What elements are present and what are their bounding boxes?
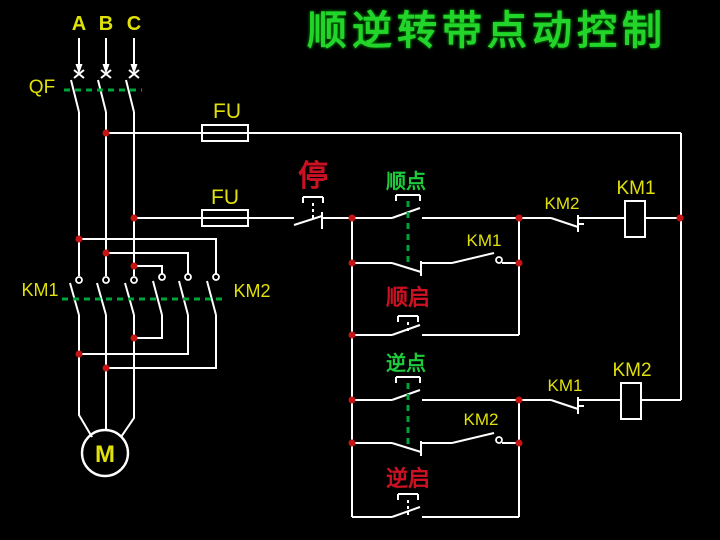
jog-forward-button	[352, 194, 519, 276]
phase-b-arrow-icon	[102, 38, 110, 74]
start-reverse-button	[352, 493, 519, 518]
jog-reverse-label: 逆点	[386, 351, 426, 375]
start-forward-label: 顺启	[386, 285, 430, 310]
page-title: 顺逆转带点动控制	[307, 9, 667, 53]
phase-a-label: A	[72, 13, 86, 35]
motor-label: M	[95, 441, 115, 468]
km1-coil-label: KM1	[616, 178, 655, 199]
km1-coil	[578, 200, 681, 238]
km2-main-contacts	[152, 273, 220, 316]
km2-selfhold-contact	[451, 432, 519, 444]
control-fuse	[134, 209, 294, 227]
km2-coil-label: KM2	[612, 360, 651, 381]
start-forward-button	[352, 315, 519, 336]
km1-selfhold-contact	[451, 252, 519, 264]
km1-main-label: KM1	[21, 280, 58, 300]
qf-breaker	[64, 69, 142, 113]
main-fuse-label: FU	[213, 100, 241, 123]
km2-interlock-contact	[519, 215, 584, 232]
main-fuse	[106, 124, 681, 142]
phase-c-label: C	[127, 13, 141, 35]
start-reverse-label: 逆启	[386, 466, 430, 491]
km1-interlock-contact	[519, 397, 584, 414]
km1-main-contacts	[69, 276, 138, 316]
stop-button	[293, 196, 352, 229]
phase-c-arrow-icon	[130, 38, 138, 74]
qf-label: QF	[29, 77, 55, 98]
km1-interlock-label: KM1	[548, 376, 583, 395]
motor	[80, 428, 130, 478]
junction-dots	[75, 129, 684, 447]
control-fuse-label: FU	[211, 186, 239, 209]
km2-coil	[578, 382, 681, 420]
phase-b-label: B	[99, 13, 113, 35]
km1-selfhold-label: KM1	[467, 231, 502, 250]
jog-reverse-button	[352, 376, 519, 456]
phase-wiring	[78, 112, 135, 438]
phase-input-arrows	[75, 38, 138, 74]
jog-forward-label: 顺点	[386, 170, 426, 193]
phase-crossover-wiring	[79, 238, 217, 369]
km2-main-label: KM2	[233, 281, 270, 301]
phase-a-arrow-icon	[75, 38, 83, 74]
km2-selfhold-label: KM2	[464, 410, 499, 429]
stop-label: 停	[298, 160, 328, 193]
km2-interlock-label: KM2	[545, 194, 580, 213]
